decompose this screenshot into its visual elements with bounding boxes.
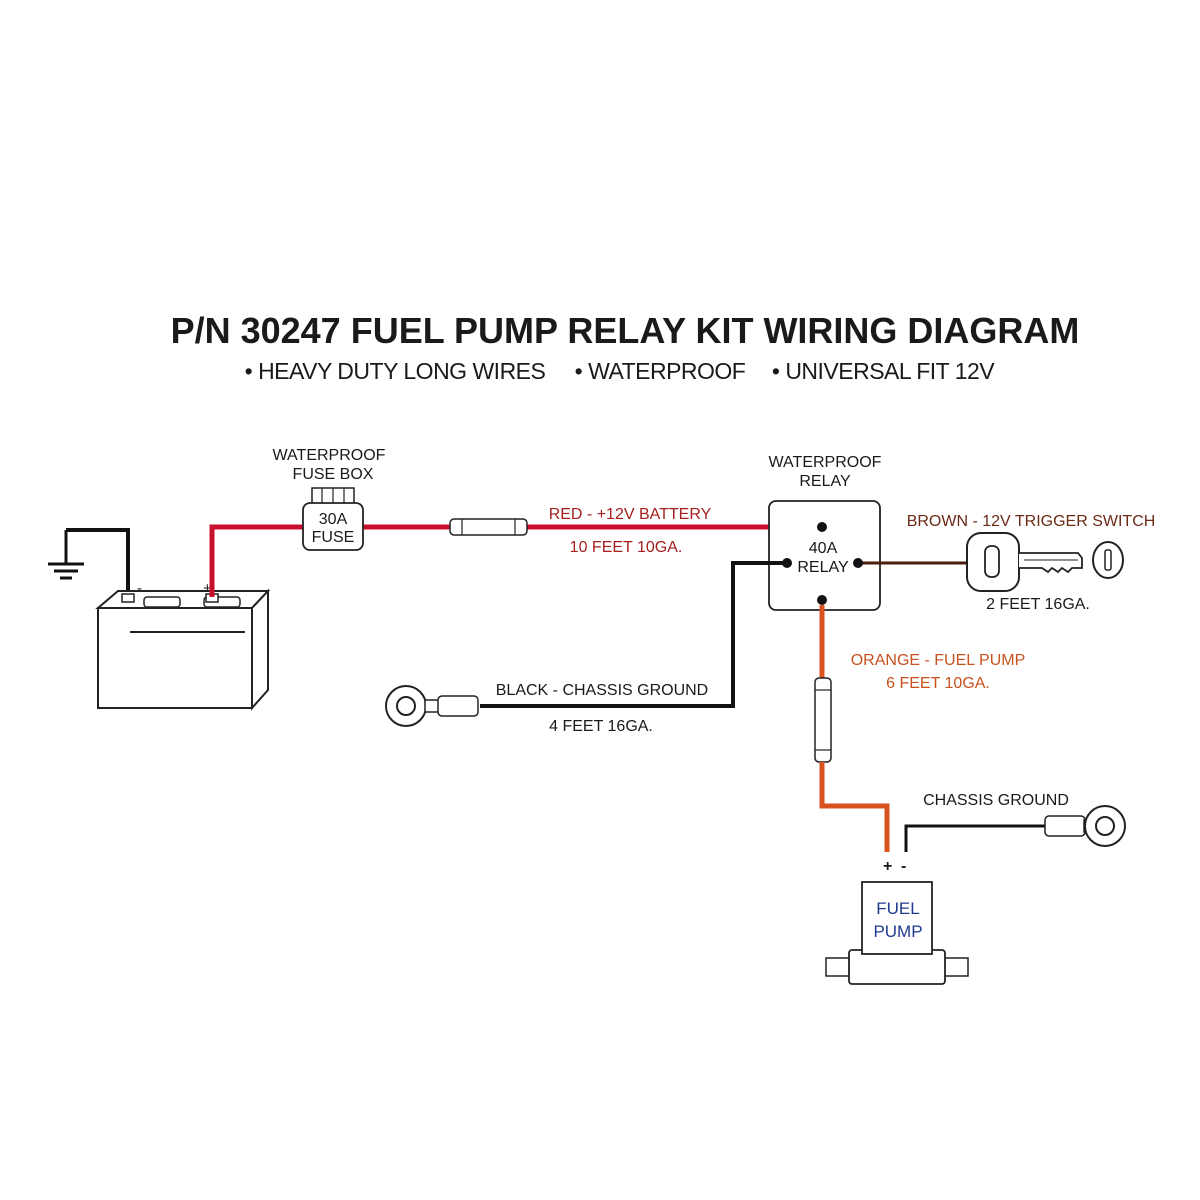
relay-terminal-86 [853,558,863,568]
brown-wire-spec: 2 FEET 16GA. [986,596,1090,613]
fuel-pump-label-line1: FUEL [876,899,919,918]
black-wire-label: BLACK - CHASSIS GROUND [496,682,708,699]
ignition-key-icon [966,532,1124,592]
feature-heavy-duty: • HEAVY DUTY LONG WIRES [245,358,546,384]
fuel-pump-minus-label: - [901,858,906,875]
fuse-rating-line1: 30A [319,511,348,528]
relay-terminal-85 [782,558,792,568]
black-wire-spec: 4 FEET 16GA. [549,718,653,735]
red-wire-battery-to-fuse [209,524,305,597]
pump-ground-wire [904,824,1045,852]
fuel-pump-label-line2: PUMP [873,922,922,941]
relay-rating-line2: RELAY [797,559,849,576]
black-wire-relay-to-ground [480,561,787,708]
battery-negative-terminal-label: - [137,580,142,597]
relay-rating-line1: 40A [809,540,838,557]
fuel-pump-icon [825,881,969,985]
battery-icon [95,588,271,711]
battery-positive-terminal-label: + [203,580,212,597]
diagram-title: P/N 30247 FUEL PUMP RELAY KIT WIRING DIA… [171,310,1080,351]
fuse-rating-line2: FUSE [312,529,355,546]
ground-symbol-icon [48,530,84,580]
red-wire-label: RED - +12V BATTERY [549,506,712,523]
orange-wire-spec: 6 FEET 10GA. [886,675,990,692]
relay-caption-line1: WATERPROOF [769,454,882,471]
fuse-box-caption-line1: WATERPROOF [273,447,386,464]
relay-terminal-30 [817,522,827,532]
relay-terminal-87 [817,595,827,605]
red-wire-inline-connector-icon [449,518,528,536]
feature-universal-fit: • UNIVERSAL FIT 12V [772,358,995,384]
fuse-box-caption-line2: FUSE BOX [293,466,374,483]
red-wire-spec: 10 FEET 10GA. [570,539,683,556]
battery-ground-wire [66,528,130,597]
feature-waterproof: • WATERPROOF [575,358,746,384]
orange-wire-inline-connector-icon [814,677,832,763]
black-wire-ring-terminal-icon [385,685,479,727]
relay-caption-line2: RELAY [799,473,851,490]
orange-wire-connector-to-pump [819,762,890,852]
orange-wire-label: ORANGE - FUEL PUMP [851,652,1026,669]
fuel-pump-plus-label: + [883,858,892,875]
fuse-box-icon [302,487,364,551]
brown-wire-label: BROWN - 12V TRIGGER SWITCH [907,513,1156,530]
pump-ground-label: CHASSIS GROUND [923,792,1069,809]
pump-ground-ring-terminal-icon [1044,805,1126,847]
